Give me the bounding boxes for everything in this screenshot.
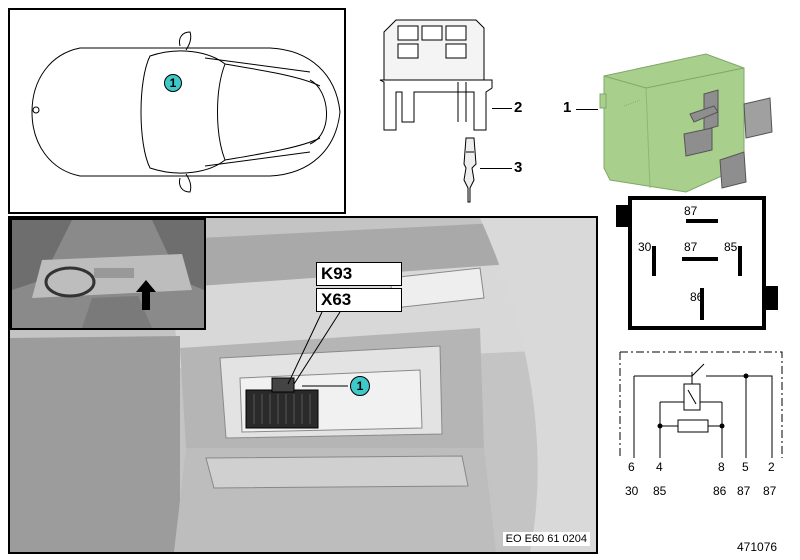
pin-blade-30 xyxy=(652,246,656,276)
symbol-latch-right xyxy=(766,286,778,310)
installation-callout: 1 xyxy=(350,376,370,396)
pin-number: 4 xyxy=(656,460,663,474)
pin-blade-85 xyxy=(738,246,742,276)
pin-number: 8 xyxy=(718,460,725,474)
installation-photo: K93 X63 1 EO E60 61 0204 xyxy=(8,216,598,554)
part-number-relay: 1 xyxy=(563,99,572,116)
pin-label-85: 85 xyxy=(724,240,738,254)
terminal-leader-line xyxy=(480,168,512,169)
relay-pin-symbol: 87 30 87 85 86 xyxy=(628,196,766,330)
pin-blade-87-top xyxy=(686,219,718,223)
car-outline-drawing xyxy=(31,31,341,193)
pin-number: 5 xyxy=(742,460,749,474)
car-location-callout: 1 xyxy=(164,74,182,92)
pin-label-87-top: 87 xyxy=(684,204,698,218)
car-location-panel: 1 xyxy=(8,8,346,214)
pin-terminal: 85 xyxy=(653,484,667,498)
symbol-latch-left xyxy=(616,205,628,227)
schematic-pin-numbers: 6 30 4 85 8 86 5 87 2 87 xyxy=(612,460,792,504)
image-number: 471076 xyxy=(737,540,778,554)
pin-terminal: 87 xyxy=(763,484,777,498)
relay-photo: ········ xyxy=(599,53,773,193)
pin-number: 6 xyxy=(628,460,635,474)
socket-leader-line xyxy=(492,108,512,109)
dashboard-overview-inset xyxy=(10,218,206,330)
relay-leader-line xyxy=(576,109,598,110)
pin-label-30: 30 xyxy=(638,240,652,254)
relay-code-label: K93 xyxy=(316,262,402,286)
pin-terminal: 30 xyxy=(625,484,639,498)
connector-code-label: X63 xyxy=(316,288,402,312)
photo-caption: EO E60 61 0204 xyxy=(502,532,590,546)
pin-terminal: 86 xyxy=(713,484,727,498)
pin-number: 2 xyxy=(768,460,775,474)
photo-leader-lines xyxy=(287,311,348,387)
pin-label-87-center: 87 xyxy=(684,240,698,254)
terminal-drawing xyxy=(463,137,477,203)
relay-circuit-schematic xyxy=(619,351,783,458)
dashboard-illustration xyxy=(12,220,204,328)
part-number-socket: 2 xyxy=(514,99,523,116)
part-number-terminal: 3 xyxy=(514,159,523,176)
pin-blade-87-center xyxy=(682,257,718,261)
pin-blade-86 xyxy=(700,288,704,320)
relay-socket-drawing xyxy=(379,19,493,131)
pin-terminal: 87 xyxy=(737,484,751,498)
